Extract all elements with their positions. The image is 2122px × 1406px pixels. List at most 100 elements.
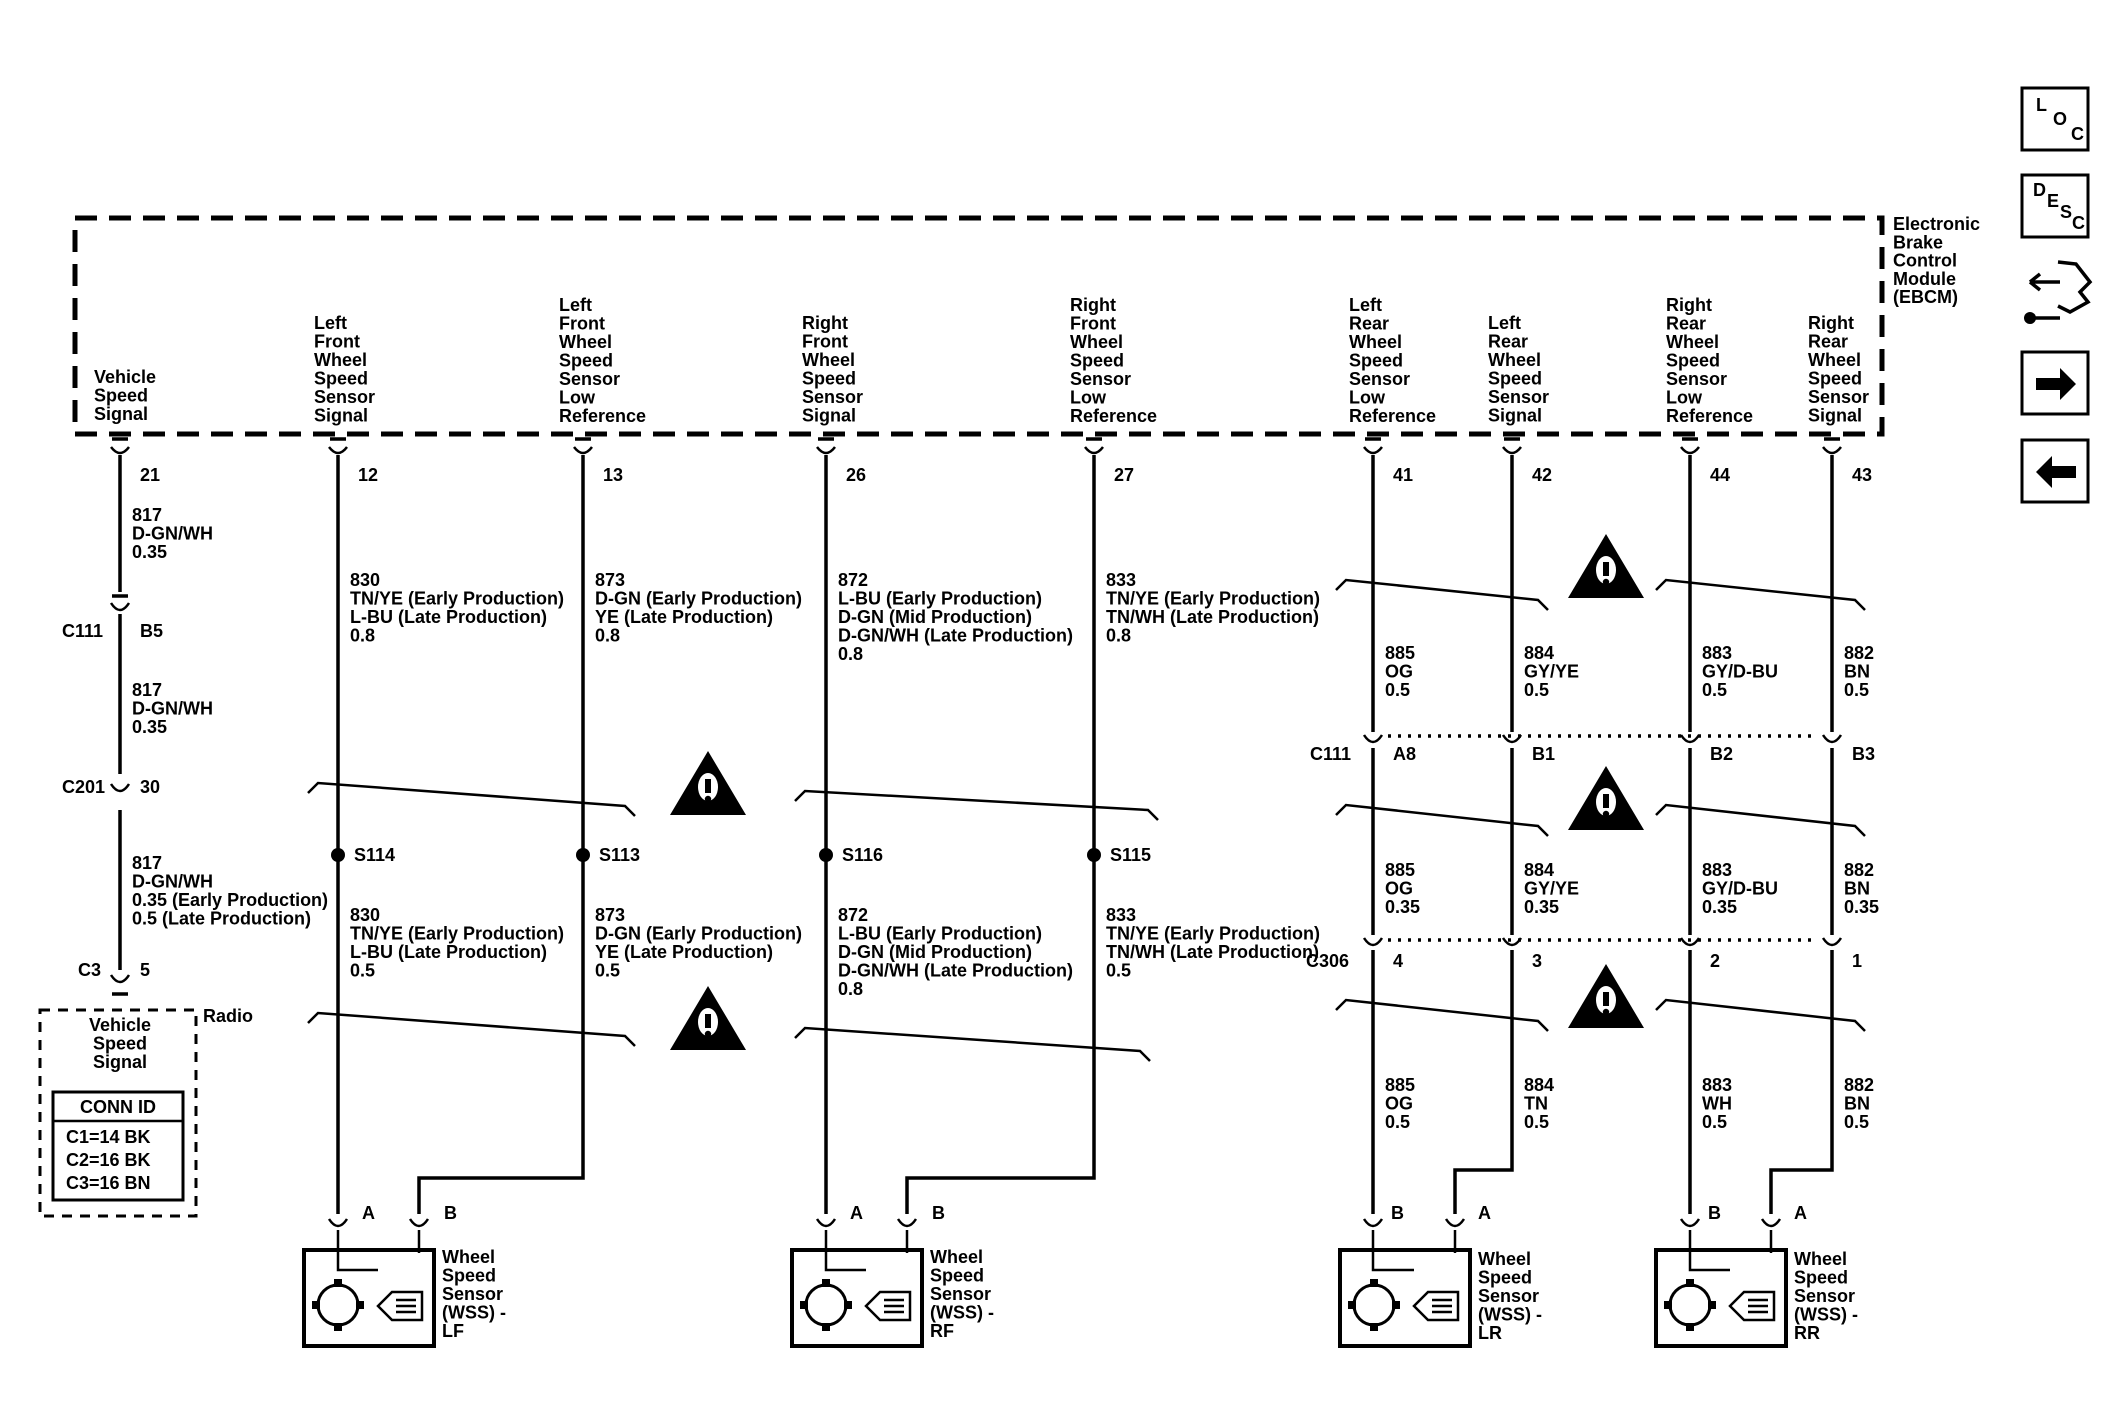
service-car-outline	[2057, 260, 2093, 314]
arrow-left-icon[interactable]	[2020, 438, 2090, 504]
wire-spec: GY/YE	[1524, 662, 1579, 682]
wire-spec: 0.5	[1385, 680, 1410, 700]
wire-spec: D-GN (Mid Production)	[838, 942, 1032, 962]
nav-glyph: C	[2071, 124, 2084, 144]
connector-c306-1	[1821, 937, 1843, 947]
warning-icon	[670, 986, 746, 1050]
ebcm-pin-label: Sensor	[1808, 387, 1869, 407]
wire-spec: 0.5	[1106, 961, 1131, 981]
wire-spec: 830	[350, 570, 380, 590]
connector-c111-A8	[1362, 734, 1384, 744]
sensor-coil	[376, 1290, 424, 1322]
ebcm-pin-label: Wheel	[802, 350, 855, 370]
pin-cup	[816, 446, 836, 455]
wire-break-mark	[307, 1011, 636, 1047]
pin-cup	[573, 446, 593, 455]
sensor-name: Wheel	[442, 1247, 495, 1267]
wire-spec: OG	[1385, 1094, 1413, 1114]
connector-name: C111	[1310, 744, 1351, 764]
sensor-ring-tooth	[1370, 1279, 1378, 1287]
ebcm-pin-label: Wheel	[1070, 332, 1123, 352]
connector-c3-5	[109, 974, 131, 984]
break-line	[1655, 998, 1866, 1032]
nav-glyph: S	[2060, 202, 2072, 222]
pin-cup	[110, 446, 130, 455]
wire-spec: 0.35	[1524, 897, 1559, 917]
sensor-name: Sensor	[1794, 1286, 1855, 1306]
arrow-right-icon[interactable]	[2020, 350, 2090, 416]
sensor-ring-tooth	[312, 1301, 320, 1309]
ebcm-pin-label: Sensor	[314, 387, 375, 407]
wire-spec: OG	[1385, 879, 1413, 899]
pin-number: 44	[1710, 465, 1730, 485]
pin-number: 21	[140, 465, 160, 485]
ebcm-pin-label: Rear	[1808, 332, 1848, 352]
wire-spec: 0.5	[1844, 680, 1869, 700]
wire-spec: 882	[1844, 860, 1874, 880]
wire-spec: 885	[1385, 860, 1415, 880]
wire-spec: 0.35	[1844, 897, 1879, 917]
splice-label: S116	[842, 845, 883, 865]
ebcm-pin-label: Wheel	[314, 350, 367, 370]
warning-mark-dot	[1602, 810, 1610, 818]
sensor-name: RF	[930, 1321, 954, 1341]
wire-break-mark	[794, 1026, 1151, 1062]
ebcm-pin-label: Speed	[94, 386, 148, 406]
wire-spec: BN	[1844, 662, 1870, 682]
module-name: Brake	[1893, 232, 1943, 252]
loc-icon[interactable]: LOC	[2020, 86, 2090, 152]
conn-id-title: CONN ID	[80, 1097, 156, 1117]
nav-button-frame[interactable]	[2020, 173, 2090, 239]
wire-break-mark	[307, 781, 636, 817]
wire-spec: 885	[1385, 643, 1415, 663]
pin-number: 41	[1393, 465, 1413, 485]
sensor-coil	[864, 1290, 912, 1322]
warning-mark-bar	[1603, 992, 1609, 1006]
sensor-coil	[1728, 1290, 1776, 1322]
sensor-terminal-a	[327, 1218, 349, 1228]
sensor-terminal-a	[815, 1218, 837, 1228]
wheel-speed-sensor-rr	[1654, 1248, 1788, 1348]
connector-c111-B3	[1821, 734, 1843, 744]
vehicle-service-icon[interactable]	[2024, 260, 2093, 324]
pin-number: 12	[358, 465, 378, 485]
pin-cup	[1680, 446, 1700, 455]
sensor-name: Speed	[1794, 1268, 1848, 1288]
wire-break-mark	[1655, 578, 1866, 611]
ebcm-pin-label: Speed	[1666, 351, 1720, 371]
wire-spec: D-GN (Early Production)	[595, 589, 802, 609]
warning-icon	[1568, 766, 1644, 830]
wire-spec: 0.5	[1524, 680, 1549, 700]
module-name: (EBCM)	[1893, 287, 1958, 307]
sensor-pin-label: B	[444, 1203, 457, 1223]
ebcm-pin-label: Right	[1666, 295, 1712, 315]
ebcm-pin-41	[1363, 437, 1383, 455]
ebcm-pin-label: Right	[802, 313, 848, 333]
wire-spec: 884	[1524, 1075, 1554, 1095]
wire-spec: 0.5	[1702, 680, 1727, 700]
nav-button-frame[interactable]	[2020, 86, 2090, 152]
sensor-name: Wheel	[930, 1247, 983, 1267]
arrow-left-glyph	[2036, 456, 2076, 488]
wire-break-mark	[1335, 998, 1549, 1032]
wire-spec: 0.8	[350, 626, 375, 646]
wheel-speed-sensor-lf	[302, 1248, 436, 1348]
splice-label: S113	[599, 845, 640, 865]
wire-spec: 0.35	[132, 542, 167, 562]
sensor-ring-tooth	[800, 1301, 808, 1309]
sensor-tone-ring	[1668, 1283, 1712, 1327]
ebcm-pin-label: Vehicle	[94, 367, 156, 387]
connector-name: C201	[62, 777, 105, 797]
ebcm-pin-label: Speed	[1070, 351, 1124, 371]
splice-label: S115	[1110, 845, 1151, 865]
wire-break-mark	[1655, 998, 1866, 1032]
connector-pin: 4	[1393, 951, 1403, 971]
wire-spec: WH	[1702, 1094, 1732, 1114]
connector-name: C111	[62, 621, 103, 641]
wire-spec: TN/YE (Early Production)	[1106, 589, 1320, 609]
ebcm-pin-label: Speed	[1488, 369, 1542, 389]
sensor-pin-label: A	[362, 1203, 375, 1223]
sensor-pin-label: A	[1478, 1203, 1491, 1223]
sensor-ring-tooth	[844, 1301, 852, 1309]
